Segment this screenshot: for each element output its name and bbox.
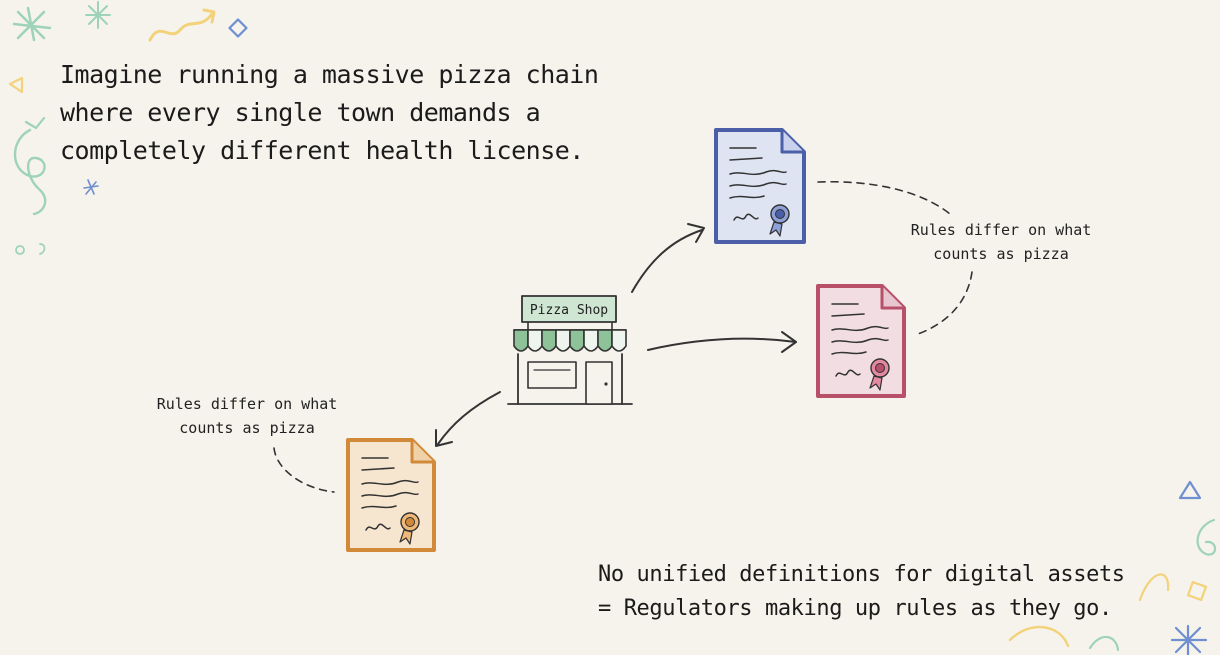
- arrow-to-blue-license: [631, 229, 703, 293]
- square-icon: [1186, 580, 1208, 602]
- shop-awning: [513, 329, 627, 352]
- arrow-to-pink-license: [647, 337, 797, 351]
- diamond-icon: [228, 18, 248, 38]
- tiny-sparkle-icon: [83, 179, 99, 195]
- tiny-curve-icon: [39, 243, 46, 255]
- orange-license-icon: [346, 438, 436, 552]
- headline-text: Imagine running a massive pizza chain wh…: [60, 60, 599, 165]
- arrow-head-blue: [687, 223, 705, 243]
- dot-icon: [15, 245, 25, 255]
- shop-building: [517, 353, 623, 405]
- pizza-shop-icon: Pizza Shop: [507, 295, 633, 405]
- curl-icon: [13, 128, 47, 216]
- star-icon: [85, 1, 111, 29]
- decor-bottom-right: [1008, 480, 1217, 655]
- swirl-icon: [1008, 625, 1070, 648]
- conclusion-line-1: No unified definitions for digital asset…: [598, 562, 1125, 587]
- pink-license-icon: [816, 284, 906, 398]
- squiggle-arrow-icon: [148, 12, 214, 42]
- arrow-head-orange: [435, 429, 453, 447]
- pink-license-seal: [869, 358, 890, 391]
- triangle-icon: [8, 76, 24, 94]
- triangle-outline-icon: [1178, 480, 1202, 500]
- orange-license-seal: [399, 512, 420, 545]
- arrow-head-pink: [781, 331, 797, 353]
- arrow-head-icon: [202, 8, 216, 24]
- connector-arrows: [435, 223, 797, 447]
- callout-lines: [273, 180, 973, 493]
- curl-right-icon: [1196, 518, 1217, 556]
- blue-license-seal: [769, 204, 790, 237]
- wave-icon: [1088, 635, 1120, 652]
- dashed-line-orange: [273, 447, 335, 493]
- shop-door: [585, 361, 613, 405]
- conclusion-text: No unified definitions for digital asset…: [598, 558, 1158, 626]
- dashed-line-blue: [817, 180, 951, 215]
- blue-license-icon: [714, 128, 806, 244]
- shop-sign-label: Pizza Shop: [530, 303, 608, 318]
- arch-icon: [1138, 573, 1170, 602]
- small-arrow-icon: [24, 116, 46, 130]
- dashed-line-pink: [917, 271, 973, 335]
- conclusion-line-2: = Regulators making up rules as they go.: [598, 596, 1112, 621]
- note-rules-differ-left: Rules differ on what counts as pizza: [156, 395, 338, 437]
- arrow-to-orange-license: [437, 391, 501, 445]
- note-rules-differ-right: Rules differ on what counts as pizza: [910, 221, 1092, 263]
- decor-top-left: [8, 1, 248, 255]
- sparkle-icon: [12, 6, 52, 42]
- shop-sign: [521, 295, 617, 323]
- burst-icon: [1170, 624, 1208, 655]
- shop-window: [527, 361, 577, 389]
